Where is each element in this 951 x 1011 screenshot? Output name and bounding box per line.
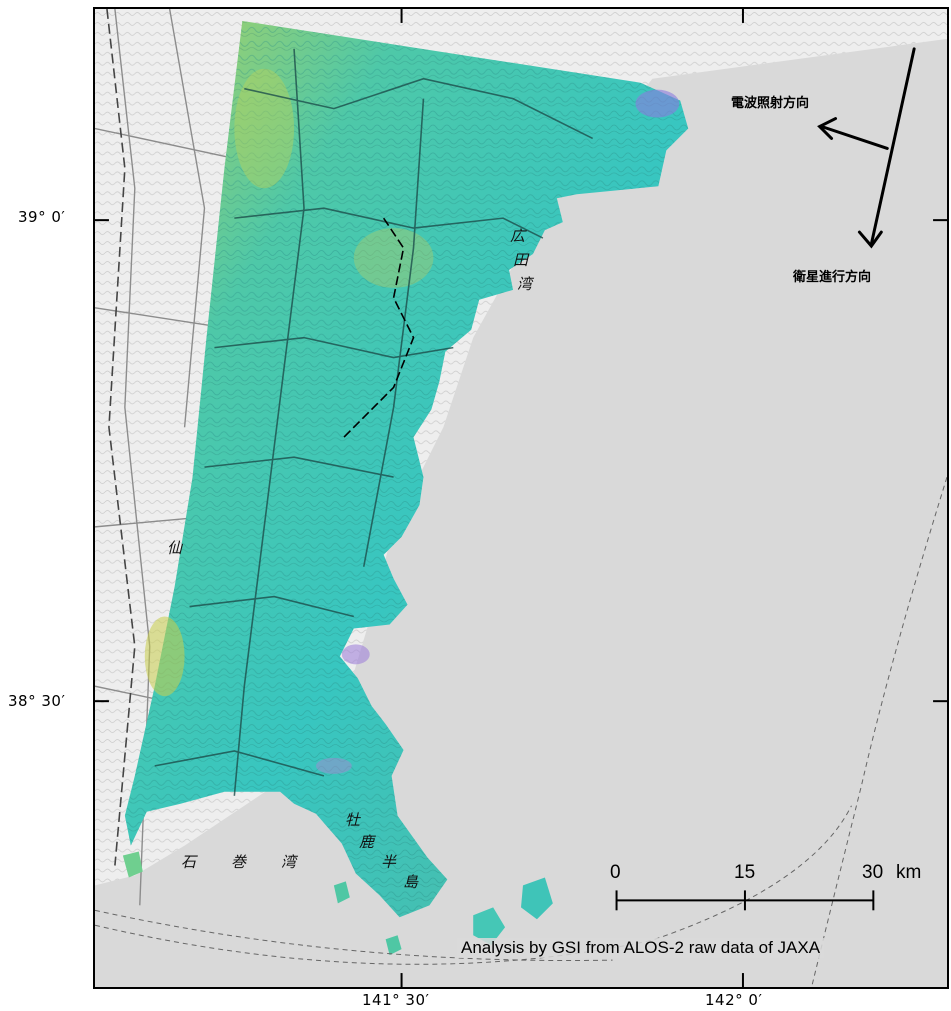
radar-illumination-arrowhead (817, 117, 838, 140)
radar-illumination-arrow (820, 125, 889, 150)
oshika-peninsula-char-2: 鹿 (359, 833, 375, 851)
satellite-heading-arrow (869, 47, 916, 246)
oshika-peninsula-char-4: 島 (403, 873, 419, 891)
ishinomaki-bay-char-3: 湾 (281, 853, 297, 871)
ishinomaki-bay-char-2: 巻 (231, 853, 247, 871)
municipal-boundary (343, 217, 415, 438)
scale-tick-15: 15 (734, 862, 756, 883)
hirota-bay-char-3: 湾 (517, 275, 533, 293)
radar-illumination-label: 電波照射方向 (731, 96, 810, 111)
hirota-bay-char-2: 田 (513, 251, 529, 269)
insar-interferogram (122, 20, 689, 956)
frame-ticks (95, 9, 947, 987)
data-credit: Analysis by GSI from ALOS-2 raw data of … (457, 938, 825, 958)
latitude-label-38-30: 38° 30′ (8, 692, 66, 710)
satellite-heading-label: 衛星進行方向 (793, 270, 872, 285)
map-canvas (95, 9, 947, 987)
hirota-bay-char-1: 広 (510, 227, 526, 245)
sendai-char: 仙 (167, 539, 183, 557)
map-frame: 電波照射方向 衛星進行方向 広 田 湾 牡 鹿 半 島 石 巻 湾 仙 0 15… (93, 7, 949, 989)
scale-tick-0: 0 (610, 862, 621, 883)
latitude-label-39: 39° 0′ (18, 208, 66, 226)
scale-tick-30: 30 (862, 862, 884, 883)
scale-bar (615, 890, 875, 911)
longitude-label-142: 142° 0′ (705, 991, 763, 1009)
longitude-label-141-30: 141° 30′ (362, 991, 430, 1009)
ishinomaki-bay-char-1: 石 (181, 853, 197, 871)
scale-unit: km (896, 862, 922, 883)
satellite-heading-arrowhead (857, 230, 883, 249)
insar-roads (154, 48, 594, 796)
prefecture-boundary (106, 9, 136, 866)
direction-arrows (817, 47, 916, 249)
oshika-peninsula-char-3: 半 (381, 853, 397, 871)
oshika-peninsula-char-1: 牡 (345, 811, 361, 829)
